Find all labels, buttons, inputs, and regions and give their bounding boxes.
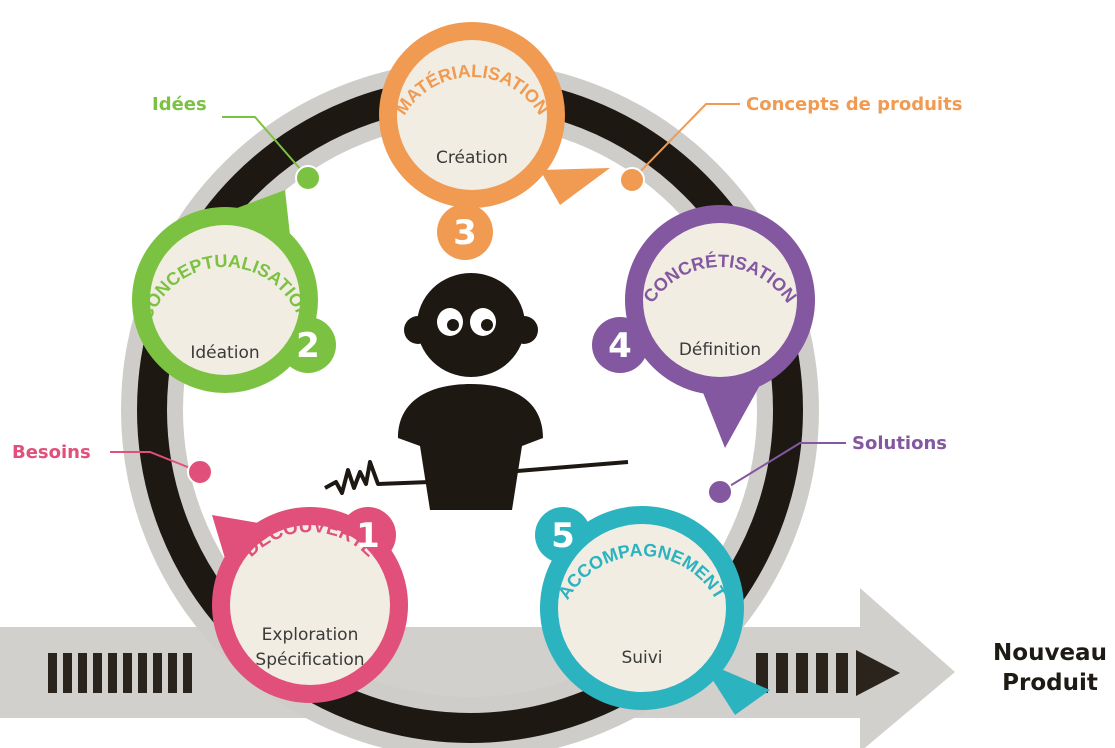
stage-5-number-badge [535, 507, 591, 563]
stage-materialisation: MATÉRIALISATION Création 3 [379, 22, 610, 260]
callout-lines [110, 103, 846, 493]
stage-decouverte: DÉCOUVERTE Exploration Spécification 1 [212, 507, 408, 703]
stage-1-number: 1 [356, 516, 380, 556]
stage-conceptualisation: CONCEPTUALISATION Idéation 2 [132, 190, 336, 393]
arrow-dashes [48, 650, 900, 696]
stage-3-number: 3 [453, 213, 477, 253]
output-label-line-1: Nouveau [993, 640, 1107, 666]
stage-5-subtitle: Suivi [621, 648, 662, 668]
stage-4-number-badge [592, 317, 648, 373]
stage-5-number: 5 [551, 516, 575, 556]
stage-1-line-2: Spécification [255, 650, 364, 670]
stage-1-line-1: Exploration [262, 625, 359, 645]
stage-accompagnement: ACCOMPAGNEMENT Suivi 5 [535, 506, 770, 715]
stage-concretisation: CONCRÉTISATION Définition 4 [592, 205, 815, 448]
output-label-line-2: Produit [1002, 670, 1098, 696]
stage-4-number: 4 [608, 326, 632, 366]
stage-2-number-badge [280, 317, 336, 373]
solutions-dot [707, 479, 733, 505]
ideas-dot [295, 165, 321, 191]
stage-4-subtitle: Définition [679, 340, 761, 360]
stage-3-number-badge [437, 204, 493, 260]
concepts-label: Concepts de produits [746, 94, 962, 115]
stage-3-subtitle: Création [436, 148, 508, 168]
ideas-label: Idées [152, 94, 207, 115]
stage-2-subtitle: Idéation [190, 343, 259, 363]
needs-dot [187, 459, 213, 485]
solutions-label: Solutions [852, 433, 947, 454]
stage-2-number: 2 [296, 326, 320, 366]
concepts-dot [619, 167, 645, 193]
person-illustration [324, 273, 629, 510]
needs-label: Besoins [12, 442, 91, 463]
